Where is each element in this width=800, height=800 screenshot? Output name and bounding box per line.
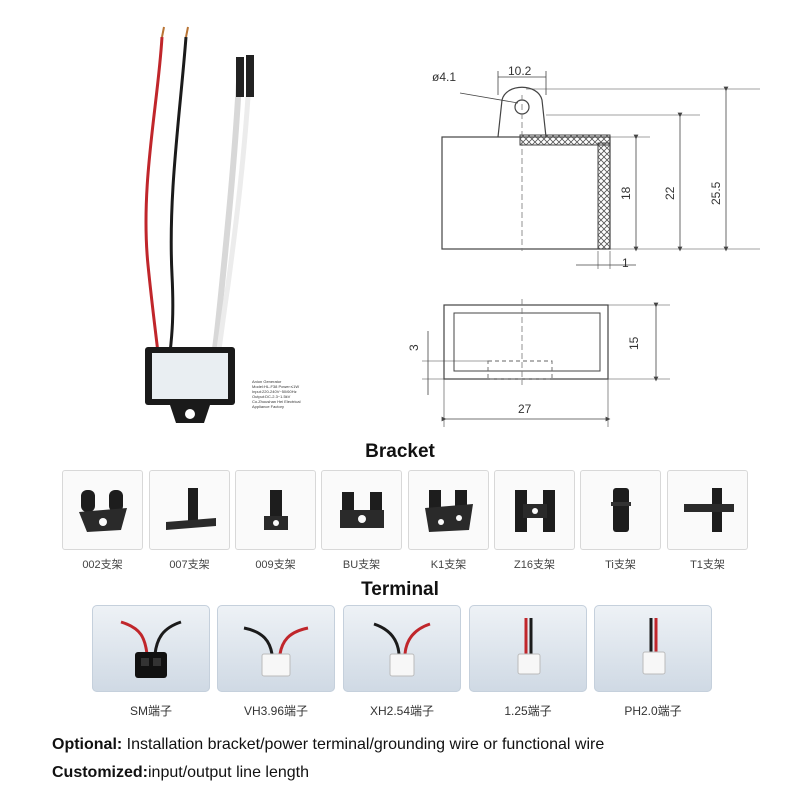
ph-terminal-icon xyxy=(642,617,666,674)
dim-depth: 15 xyxy=(627,336,641,350)
white-wire-1 xyxy=(211,62,243,356)
terminal-label: 1.25端子 xyxy=(504,704,552,718)
terminal-label: XH2.54端子 xyxy=(369,704,435,718)
xh-terminal-icon xyxy=(373,622,431,676)
bracket-label: BU支架 xyxy=(342,559,381,571)
dim-wall: 1 xyxy=(622,256,629,270)
bracket-002-icon xyxy=(78,490,127,532)
top-view-outer xyxy=(443,304,609,380)
terminal-thumbnail xyxy=(217,605,335,692)
top-view-tab xyxy=(487,360,553,380)
bracket-bu-icon xyxy=(339,492,384,528)
dim-h1: 18 xyxy=(619,186,633,200)
bracket-007-icon xyxy=(165,488,216,530)
bracket-label: 007支架 xyxy=(169,559,210,571)
terminal-heading: Terminal xyxy=(361,579,439,600)
terminal-thumbnail xyxy=(343,605,461,692)
module-sticker xyxy=(152,353,228,399)
customized-label: Customized: xyxy=(52,764,148,781)
terminal-label: SM端子 xyxy=(129,704,172,718)
bracket-label: Ti支架 xyxy=(605,559,636,571)
bracket-thumbnail xyxy=(321,470,402,550)
white-wire-2 xyxy=(215,62,253,356)
customized-text: input/output line length xyxy=(148,764,310,781)
sticker-line: Anion Generator xyxy=(252,379,282,384)
wall-side-hatch xyxy=(597,142,611,250)
terminal-thumbnail xyxy=(92,605,210,692)
terminal-item-sm[interactable]: SM端子 xyxy=(92,605,210,725)
bracket-heading: Bracket xyxy=(365,441,435,462)
bracket-thumbnail xyxy=(62,470,143,550)
dim-width: 27 xyxy=(518,402,532,416)
125-terminal-icon xyxy=(517,617,541,674)
dim-tab-width: 10.2 xyxy=(508,64,532,78)
terminal-item-xh254[interactable]: XH2.54端子 xyxy=(343,605,461,725)
bracket-item-k1[interactable]: K1支架 xyxy=(408,470,489,575)
terminal-label: VH3.96端子 xyxy=(243,704,309,718)
bracket-thumbnail xyxy=(580,470,661,550)
module-sticker-text: Anion Generator Model:HL-F38 Power:≤1W I… xyxy=(252,379,322,409)
bracket-item-009[interactable]: 009支架 xyxy=(235,470,316,575)
dimension-drawing: ø4.1 10.2 18 22 25.5 1 15 xyxy=(407,64,760,427)
bracket-label: K1支架 xyxy=(430,559,467,571)
bracket-ti-icon xyxy=(610,488,631,532)
optional-text: Installation bracket/power terminal/grou… xyxy=(122,736,605,753)
dim-h3: 25.5 xyxy=(709,181,723,205)
side-view-body xyxy=(441,136,611,250)
bracket-item-007[interactable]: 007支架 xyxy=(149,470,230,575)
bracket-t1-icon xyxy=(683,488,734,532)
bracket-thumbnail xyxy=(408,470,489,550)
bracket-z16-icon xyxy=(514,490,555,532)
sleeve-cap-2 xyxy=(246,55,254,97)
terminal-item-ph20[interactable]: PH2.0端子 xyxy=(594,605,712,725)
bracket-thumbnail xyxy=(667,470,748,550)
terminal-label: PH2.0端子 xyxy=(624,704,682,718)
terminal-item-125[interactable]: 1.25端子 xyxy=(469,605,587,725)
bracket-thumbnail xyxy=(149,470,230,550)
bracket-label: 009支架 xyxy=(255,559,296,571)
black-wire xyxy=(168,36,188,354)
customized-note: Customized:input/output line length xyxy=(52,764,309,782)
optional-note: Optional: Installation bracket/power ter… xyxy=(52,736,604,754)
red-wire xyxy=(144,36,164,354)
bracket-k1-icon xyxy=(424,490,473,532)
bracket-label: T1支架 xyxy=(690,559,725,571)
wall-top-hatch xyxy=(519,134,611,146)
anion-generator-illustration xyxy=(144,26,254,423)
bracket-item-bu[interactable]: BU支架 xyxy=(321,470,402,575)
terminal-thumbnail xyxy=(469,605,587,692)
mounting-tab xyxy=(497,86,547,138)
terminal-thumbnail xyxy=(594,605,712,692)
sticker-line: Output:DC-2.3~1.5kV xyxy=(252,394,291,399)
dim-hole: ø4.1 xyxy=(432,70,456,84)
sleeve-cap-1 xyxy=(236,57,244,97)
sticker-line: Appliance Factory xyxy=(252,404,285,409)
sticker-line: Co.Zhoushan Hei Electrical xyxy=(252,399,301,404)
terminal-item-vh396[interactable]: VH3.96端子 xyxy=(217,605,335,725)
bracket-thumbnail xyxy=(494,470,575,550)
mounting-hole xyxy=(185,409,195,419)
bracket-list: 002支架 007支架 009支架 xyxy=(62,470,748,575)
sm-terminal-icon xyxy=(120,620,182,678)
terminal-list: SM端子 VH3.96端子 XH2.54端子 xyxy=(92,605,712,725)
bracket-item-z16[interactable]: Z16支架 xyxy=(494,470,575,575)
optional-label: Optional: xyxy=(52,736,123,753)
product-photo: Anion Generator Model:HL-F38 Power:≤1W I… xyxy=(100,25,300,445)
bracket-thumbnail xyxy=(235,470,316,550)
bracket-label: 002支架 xyxy=(82,559,123,571)
sticker-line: Input:220-240V~50/60Hz xyxy=(252,389,297,394)
dim-tab-offset: 3 xyxy=(407,344,421,351)
sticker-line: Model:HL-F38 Power:≤1W xyxy=(252,384,300,389)
bracket-item-002[interactable]: 002支架 xyxy=(62,470,143,575)
bracket-label: Z16支架 xyxy=(514,559,555,571)
dim-h2: 22 xyxy=(663,186,677,200)
top-view-inner xyxy=(453,312,601,372)
bracket-item-ti[interactable]: Ti支架 xyxy=(580,470,661,575)
technical-drawing: ø4.1 10.2 18 22 25.5 1 15 xyxy=(400,55,800,435)
bracket-009-icon xyxy=(263,490,288,530)
bracket-item-t1[interactable]: T1支架 xyxy=(667,470,748,575)
vh-terminal-icon xyxy=(243,626,309,676)
